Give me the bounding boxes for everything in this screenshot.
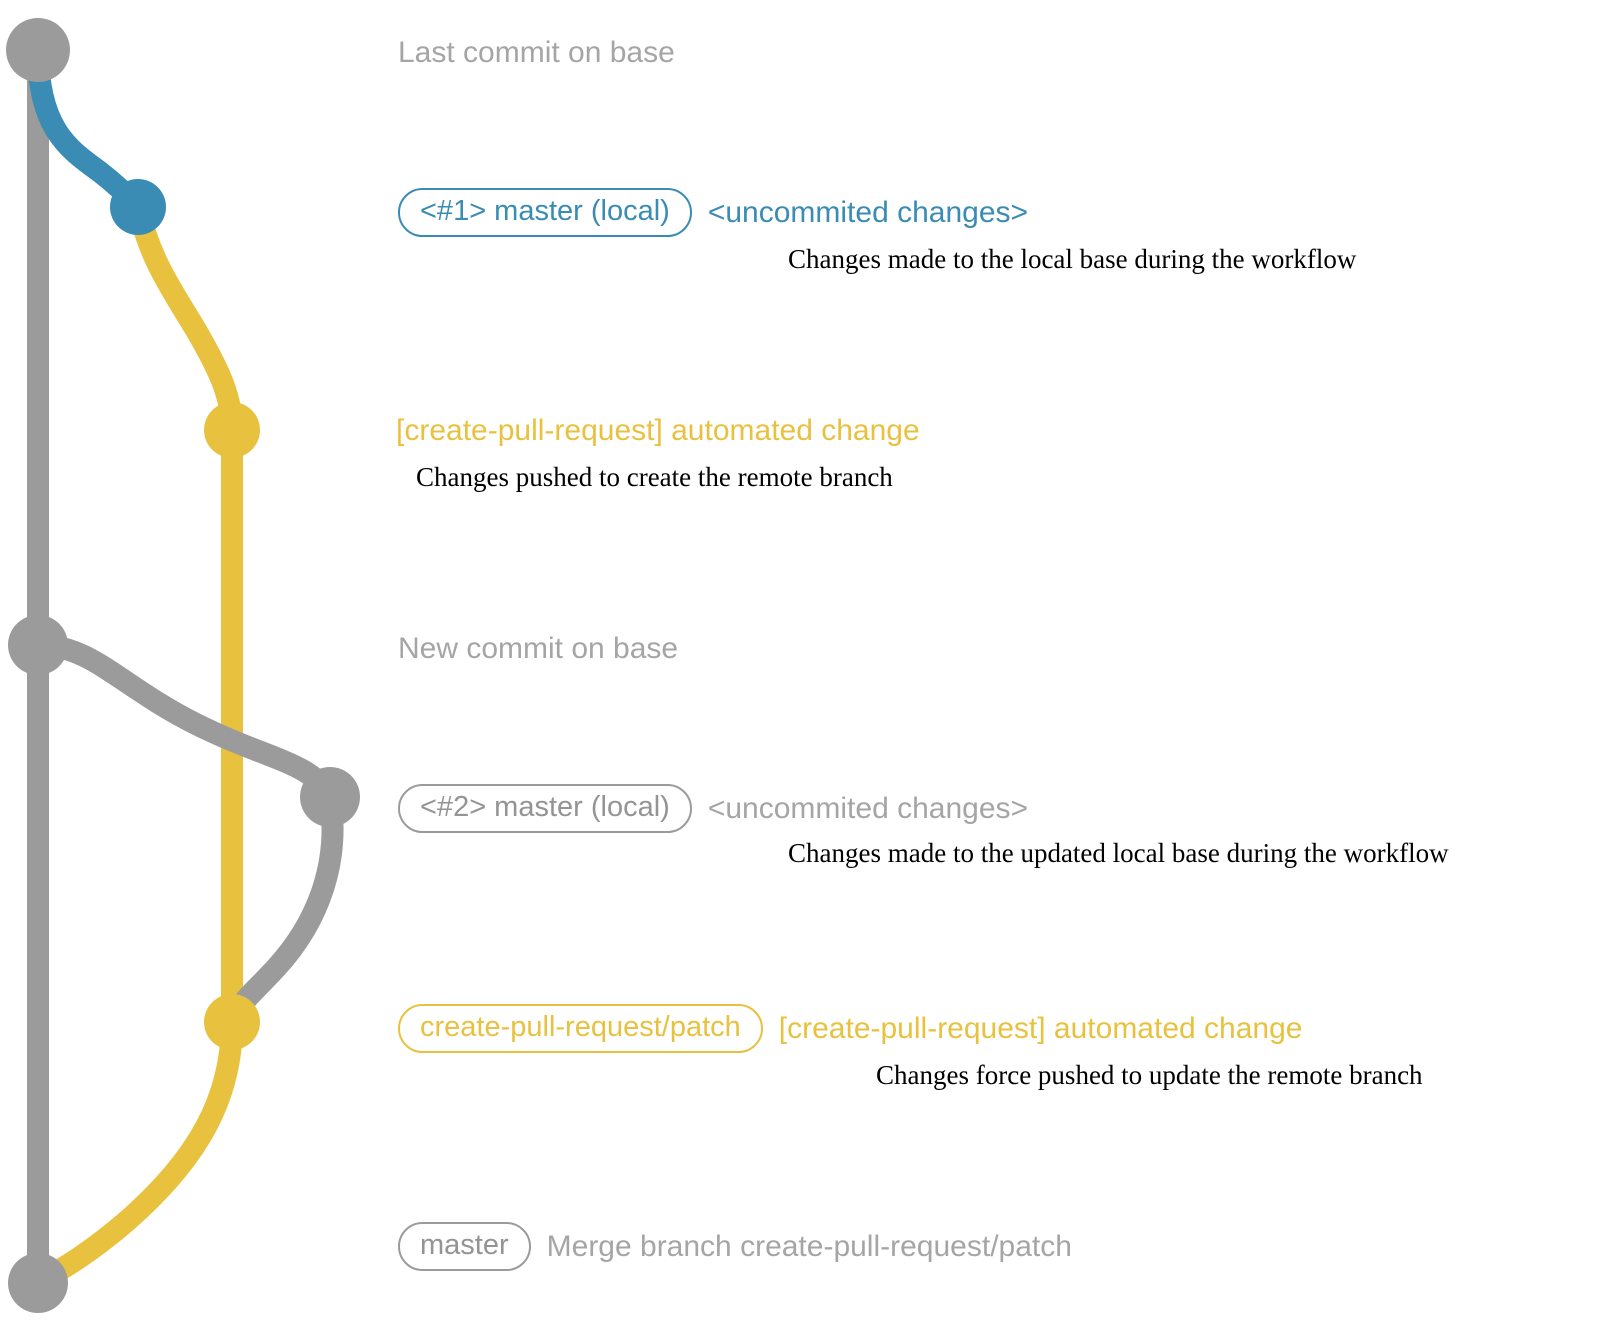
patch-branch-upper-line bbox=[127, 196, 243, 441]
commit-subject-local-change-1: <uncommited changes> bbox=[707, 195, 1029, 229]
note-automated-change-1: Changes pushed to create the remote bran… bbox=[416, 462, 893, 492]
ref-badge-create-pull-request-patch[interactable]: create-pull-request/patch bbox=[398, 1004, 763, 1053]
commit-node-new-commit-on-base[interactable] bbox=[8, 615, 68, 675]
commit-node-merge-commit[interactable] bbox=[8, 1253, 68, 1313]
commit-node-local-change-1[interactable] bbox=[110, 179, 166, 235]
note-local-change-2: Changes made to the updated local base d… bbox=[788, 838, 1449, 868]
commit-subject-automated-change-2: [create-pull-request] automated change bbox=[778, 1011, 1303, 1045]
commit-node-last-commit-on-base[interactable] bbox=[6, 18, 70, 82]
row-local-change-2: <#2> master (local) <uncommited changes> bbox=[398, 784, 1028, 833]
commit-node-automated-change-2[interactable] bbox=[204, 994, 260, 1050]
commit-subject-merge-commit: Merge branch create-pull-request/patch bbox=[546, 1229, 1072, 1263]
headline-automated-change-1: [create-pull-request] automated change bbox=[396, 414, 920, 447]
row-local-change-1: <#1> master (local) <uncommited changes> bbox=[398, 188, 1028, 237]
ref-badge-master-local-1[interactable]: <#1> master (local) bbox=[398, 188, 692, 237]
ref-badge-master-local-2[interactable]: <#2> master (local) bbox=[398, 784, 692, 833]
commit-node-local-change-2[interactable] bbox=[300, 767, 360, 827]
row-automated-change-2: create-pull-request/patch [create-pull-r… bbox=[398, 1004, 1302, 1053]
row-merge-commit: master Merge branch create-pull-request/… bbox=[398, 1222, 1072, 1271]
headline-last-commit-on-base: Last commit on base bbox=[398, 36, 675, 69]
note-automated-change-2: Changes force pushed to update the remot… bbox=[876, 1060, 1423, 1090]
local-branch-2-line bbox=[27, 634, 341, 808]
ref-badge-master[interactable]: master bbox=[398, 1222, 531, 1271]
commit-node-automated-change-1[interactable] bbox=[204, 402, 260, 458]
commit-subject-local-change-2: <uncommited changes> bbox=[707, 791, 1029, 825]
headline-new-commit-on-base: New commit on base bbox=[398, 632, 679, 665]
note-local-change-1: Changes made to the local base during th… bbox=[788, 244, 1357, 274]
